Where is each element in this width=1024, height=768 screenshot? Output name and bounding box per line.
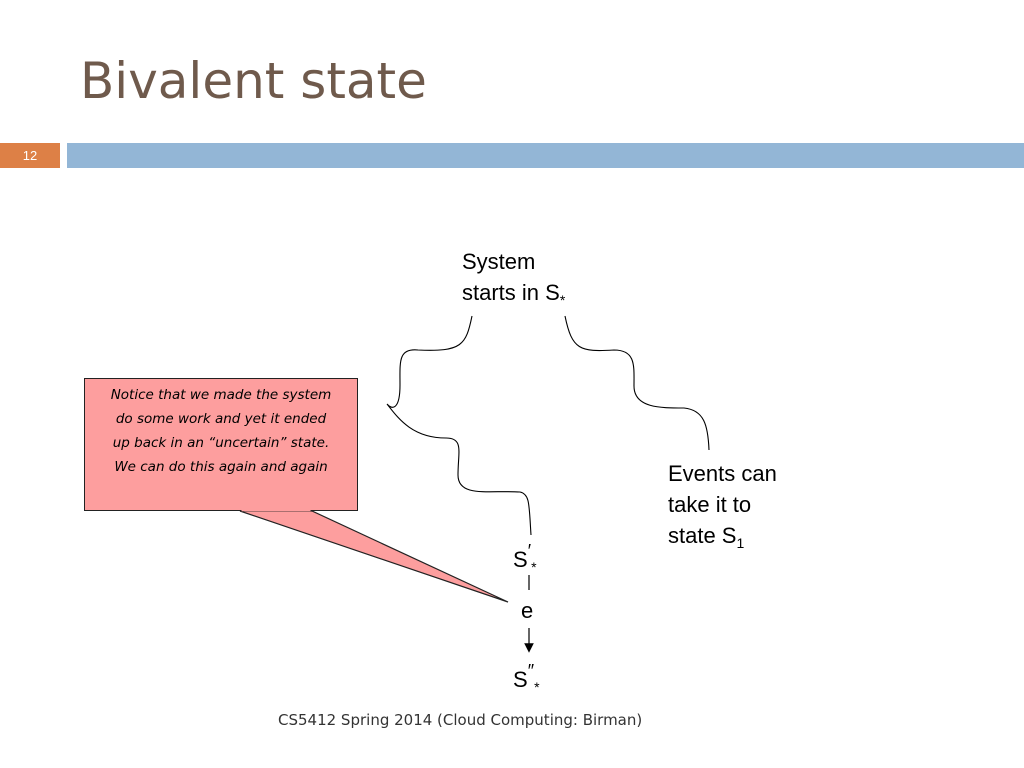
events-label-line2: take it to bbox=[668, 492, 752, 517]
slide-title: Bivalent state bbox=[80, 52, 427, 110]
start-label-text: starts in S bbox=[462, 280, 560, 305]
s-prime-base: S bbox=[513, 547, 528, 572]
wavy-path-left bbox=[386, 315, 532, 536]
s-prime-sub: * bbox=[531, 559, 537, 575]
state-s-double-prime: S″* bbox=[513, 661, 540, 698]
events-label-text: state S bbox=[668, 523, 737, 548]
s-prime-mark: ′ bbox=[527, 541, 532, 561]
slide-footer: CS5412 Spring 2014 (Cloud Computing: Bir… bbox=[278, 711, 643, 729]
s-dprime-base: S bbox=[513, 667, 528, 692]
slide-number: 12 bbox=[0, 143, 60, 168]
s-dprime-sub: * bbox=[534, 679, 540, 695]
wavy-path-right bbox=[564, 315, 710, 451]
start-label-sub: * bbox=[559, 292, 566, 308]
callout-line1: Notice that we made the system bbox=[110, 387, 332, 403]
header-bar bbox=[67, 143, 1024, 168]
callout-line2: do some work and yet it ended bbox=[115, 411, 327, 427]
callout-line4: We can do this again and again bbox=[114, 459, 328, 475]
events-label-line1: Events can bbox=[668, 461, 777, 486]
events-label-line3: state S1 bbox=[668, 520, 777, 554]
callout-text: Notice that we made the system do some w… bbox=[90, 383, 352, 479]
events-label-sub: 1 bbox=[736, 535, 745, 551]
start-label-line1: System bbox=[462, 249, 536, 274]
callout-pointer bbox=[239, 510, 509, 603]
start-label-line2: starts in S* bbox=[462, 277, 565, 311]
events-label: Events can take it to state S1 bbox=[668, 458, 777, 554]
callout-box bbox=[84, 378, 358, 511]
callout-line3: up back in an “uncertain” state. bbox=[112, 435, 330, 451]
event-label: e bbox=[521, 598, 534, 623]
s-dprime-mark: ″ bbox=[527, 661, 535, 681]
start-state-label: System starts in S* bbox=[462, 246, 565, 311]
state-s-prime: S′* bbox=[513, 541, 537, 578]
